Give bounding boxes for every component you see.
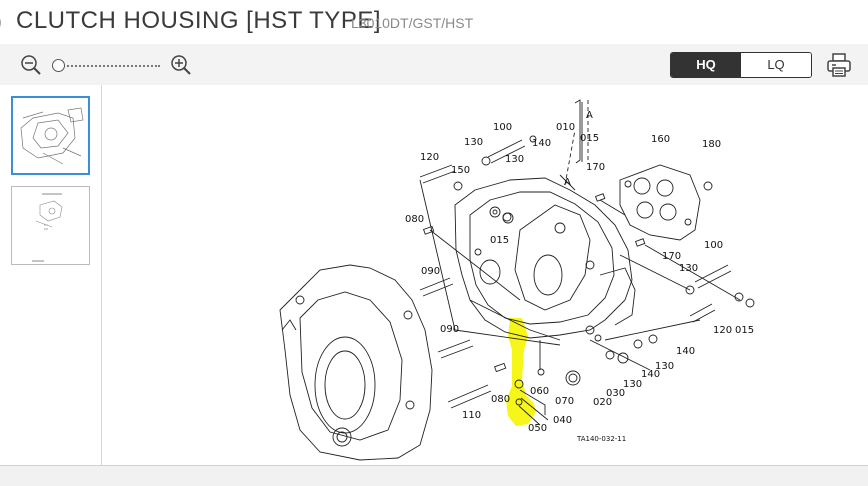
svg-text:180: 180 [702, 139, 721, 150]
svg-text:TA140-032-11: TA140-032-11 [576, 435, 626, 443]
hq-button[interactable]: HQ [671, 53, 741, 77]
back-paren-icon[interactable]: ) [0, 8, 2, 36]
svg-text:015: 015 [735, 325, 754, 336]
zoom-slider[interactable] [52, 59, 162, 72]
svg-text:060: 060 [530, 386, 549, 397]
title-bar: ) CLUTCH HOUSING [HST TYPE] L3010DT/GST/… [0, 0, 868, 44]
model-subtitle: L3010DT/GST/HST [351, 15, 474, 31]
svg-text:030: 030 [606, 388, 625, 399]
svg-text:140: 140 [641, 369, 660, 380]
svg-text:130: 130 [679, 263, 698, 274]
svg-text:050: 050 [528, 423, 547, 434]
svg-text:100: 100 [704, 240, 723, 251]
svg-text:140: 140 [676, 346, 695, 357]
svg-text:090: 090 [440, 324, 459, 335]
svg-text:130: 130 [505, 154, 524, 165]
svg-text:A: A [586, 110, 593, 121]
svg-text:090: 090 [421, 266, 440, 277]
svg-text:020: 020 [593, 397, 612, 408]
svg-text:160: 160 [651, 134, 670, 145]
svg-text:015: 015 [580, 133, 599, 144]
thumbnail-sidebar [0, 85, 102, 465]
quality-toggle: HQ LQ [670, 52, 812, 78]
thumbnail-diagram-image [20, 107, 84, 165]
svg-text:070: 070 [555, 396, 574, 407]
svg-text:110: 110 [462, 410, 481, 421]
svg-text:015: 015 [490, 235, 509, 246]
svg-text:130: 130 [464, 137, 483, 148]
zoom-slider-track [52, 65, 160, 67]
thumbnail-diagram[interactable] [11, 96, 90, 175]
printer-icon[interactable] [826, 52, 852, 78]
svg-text:130: 130 [623, 379, 642, 390]
svg-text:140: 140 [532, 138, 551, 149]
thumbnail-parts-list-image [32, 193, 63, 262]
svg-text:170: 170 [662, 251, 681, 262]
callout-labels: 010 A 015 A 100 130 130 140 160 180 120 … [405, 110, 754, 443]
svg-text:100: 100 [493, 122, 512, 133]
status-bar [0, 465, 868, 486]
svg-text:120: 120 [420, 152, 439, 163]
diagram-canvas[interactable]: 010 A 015 A 100 130 130 140 160 180 120 … [102, 85, 868, 465]
exploded-parts-diagram: 010 A 015 A 100 130 130 140 160 180 120 … [279, 99, 755, 461]
svg-text:010: 010 [556, 122, 575, 133]
zoom-out-icon[interactable] [20, 54, 42, 76]
highlighted-part [506, 318, 536, 426]
page-title: CLUTCH HOUSING [HST TYPE] [16, 7, 381, 34]
thumbnail-parts-list[interactable] [11, 186, 90, 265]
lq-button[interactable]: LQ [741, 53, 811, 77]
zoom-in-icon[interactable] [170, 54, 192, 76]
zoom-slider-thumb[interactable] [52, 59, 65, 72]
svg-text:080: 080 [405, 214, 424, 225]
svg-text:A: A [564, 177, 571, 188]
svg-text:040: 040 [553, 415, 572, 426]
svg-text:120: 120 [713, 325, 732, 336]
svg-text:130: 130 [655, 361, 674, 372]
svg-text:080: 080 [491, 394, 510, 405]
svg-text:150: 150 [451, 165, 470, 176]
svg-text:170: 170 [586, 162, 605, 173]
drawing-lines [279, 99, 755, 461]
